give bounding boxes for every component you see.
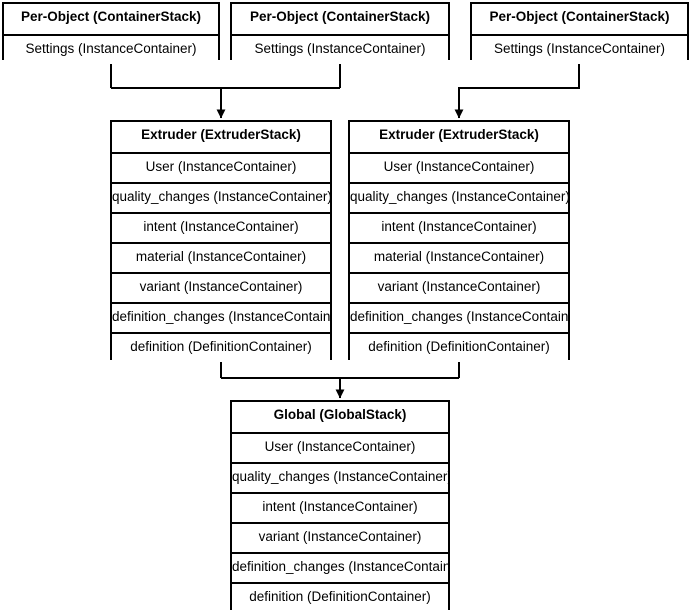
node-global-row-intent[interactable]: intent (InstanceContainer) bbox=[232, 492, 448, 522]
node-extruder-2-row-variant[interactable]: variant (InstanceContainer) bbox=[350, 272, 568, 302]
node-per-object-3-row-settings[interactable]: Settings (InstanceContainer) bbox=[472, 34, 687, 64]
node-per-object-2-row-settings[interactable]: Settings (InstanceContainer) bbox=[232, 34, 448, 64]
node-per-object-3-header: Per-Object (ContainerStack) bbox=[472, 4, 687, 34]
node-per-object-2[interactable]: Per-Object (ContainerStack) Settings (In… bbox=[230, 2, 450, 64]
edge-merge-bar-global bbox=[221, 377, 459, 399]
node-per-object-1[interactable]: Per-Object (ContainerStack) Settings (In… bbox=[2, 2, 220, 64]
node-extruder-1-row-definition-changes[interactable]: definition_changes (InstanceContainer) bbox=[112, 302, 330, 332]
node-extruder-2-row-intent[interactable]: intent (InstanceContainer) bbox=[350, 212, 568, 242]
node-extruder-1-row-definition[interactable]: definition (DefinitionContainer) bbox=[112, 332, 330, 362]
node-extruder-2-row-definition[interactable]: definition (DefinitionContainer) bbox=[350, 332, 568, 362]
edge-merge-bar-extruder-1 bbox=[111, 87, 340, 119]
node-global-row-quality-changes[interactable]: quality_changes (InstanceContainer) bbox=[232, 462, 448, 492]
node-global[interactable]: Global (GlobalStack) User (InstanceConta… bbox=[230, 400, 450, 611]
node-extruder-1-row-variant[interactable]: variant (InstanceContainer) bbox=[112, 272, 330, 302]
node-extruder-1-row-material[interactable]: material (InstanceContainer) bbox=[112, 242, 330, 272]
edge-per-object-3-to-extruder-2 bbox=[454, 60, 580, 119]
node-extruder-1-row-quality-changes[interactable]: quality_changes (InstanceContainer) bbox=[112, 182, 330, 212]
node-per-object-1-row-settings[interactable]: Settings (InstanceContainer) bbox=[4, 34, 218, 64]
node-extruder-2-header: Extruder (ExtruderStack) bbox=[350, 122, 568, 152]
node-extruder-2-row-user[interactable]: User (InstanceContainer) bbox=[350, 152, 568, 182]
node-per-object-1-header: Per-Object (ContainerStack) bbox=[4, 4, 218, 34]
node-global-row-user[interactable]: User (InstanceContainer) bbox=[232, 432, 448, 462]
node-global-header: Global (GlobalStack) bbox=[232, 402, 448, 432]
node-extruder-2-row-quality-changes[interactable]: quality_changes (InstanceContainer) bbox=[350, 182, 568, 212]
node-extruder-2-row-material[interactable]: material (InstanceContainer) bbox=[350, 242, 568, 272]
node-global-row-definition-changes[interactable]: definition_changes (InstanceContainer) bbox=[232, 552, 448, 582]
node-global-row-definition[interactable]: definition (DefinitionContainer) bbox=[232, 582, 448, 611]
node-per-object-3[interactable]: Per-Object (ContainerStack) Settings (In… bbox=[470, 2, 689, 64]
node-extruder-1-header: Extruder (ExtruderStack) bbox=[112, 122, 330, 152]
node-global-row-variant[interactable]: variant (InstanceContainer) bbox=[232, 522, 448, 552]
node-extruder-1[interactable]: Extruder (ExtruderStack) User (InstanceC… bbox=[110, 120, 332, 362]
node-extruder-1-row-user[interactable]: User (InstanceContainer) bbox=[112, 152, 330, 182]
node-extruder-2-row-definition-changes[interactable]: definition_changes (InstanceContainer) bbox=[350, 302, 568, 332]
node-extruder-1-row-intent[interactable]: intent (InstanceContainer) bbox=[112, 212, 330, 242]
node-per-object-2-header: Per-Object (ContainerStack) bbox=[232, 4, 448, 34]
node-extruder-2[interactable]: Extruder (ExtruderStack) User (InstanceC… bbox=[348, 120, 570, 362]
